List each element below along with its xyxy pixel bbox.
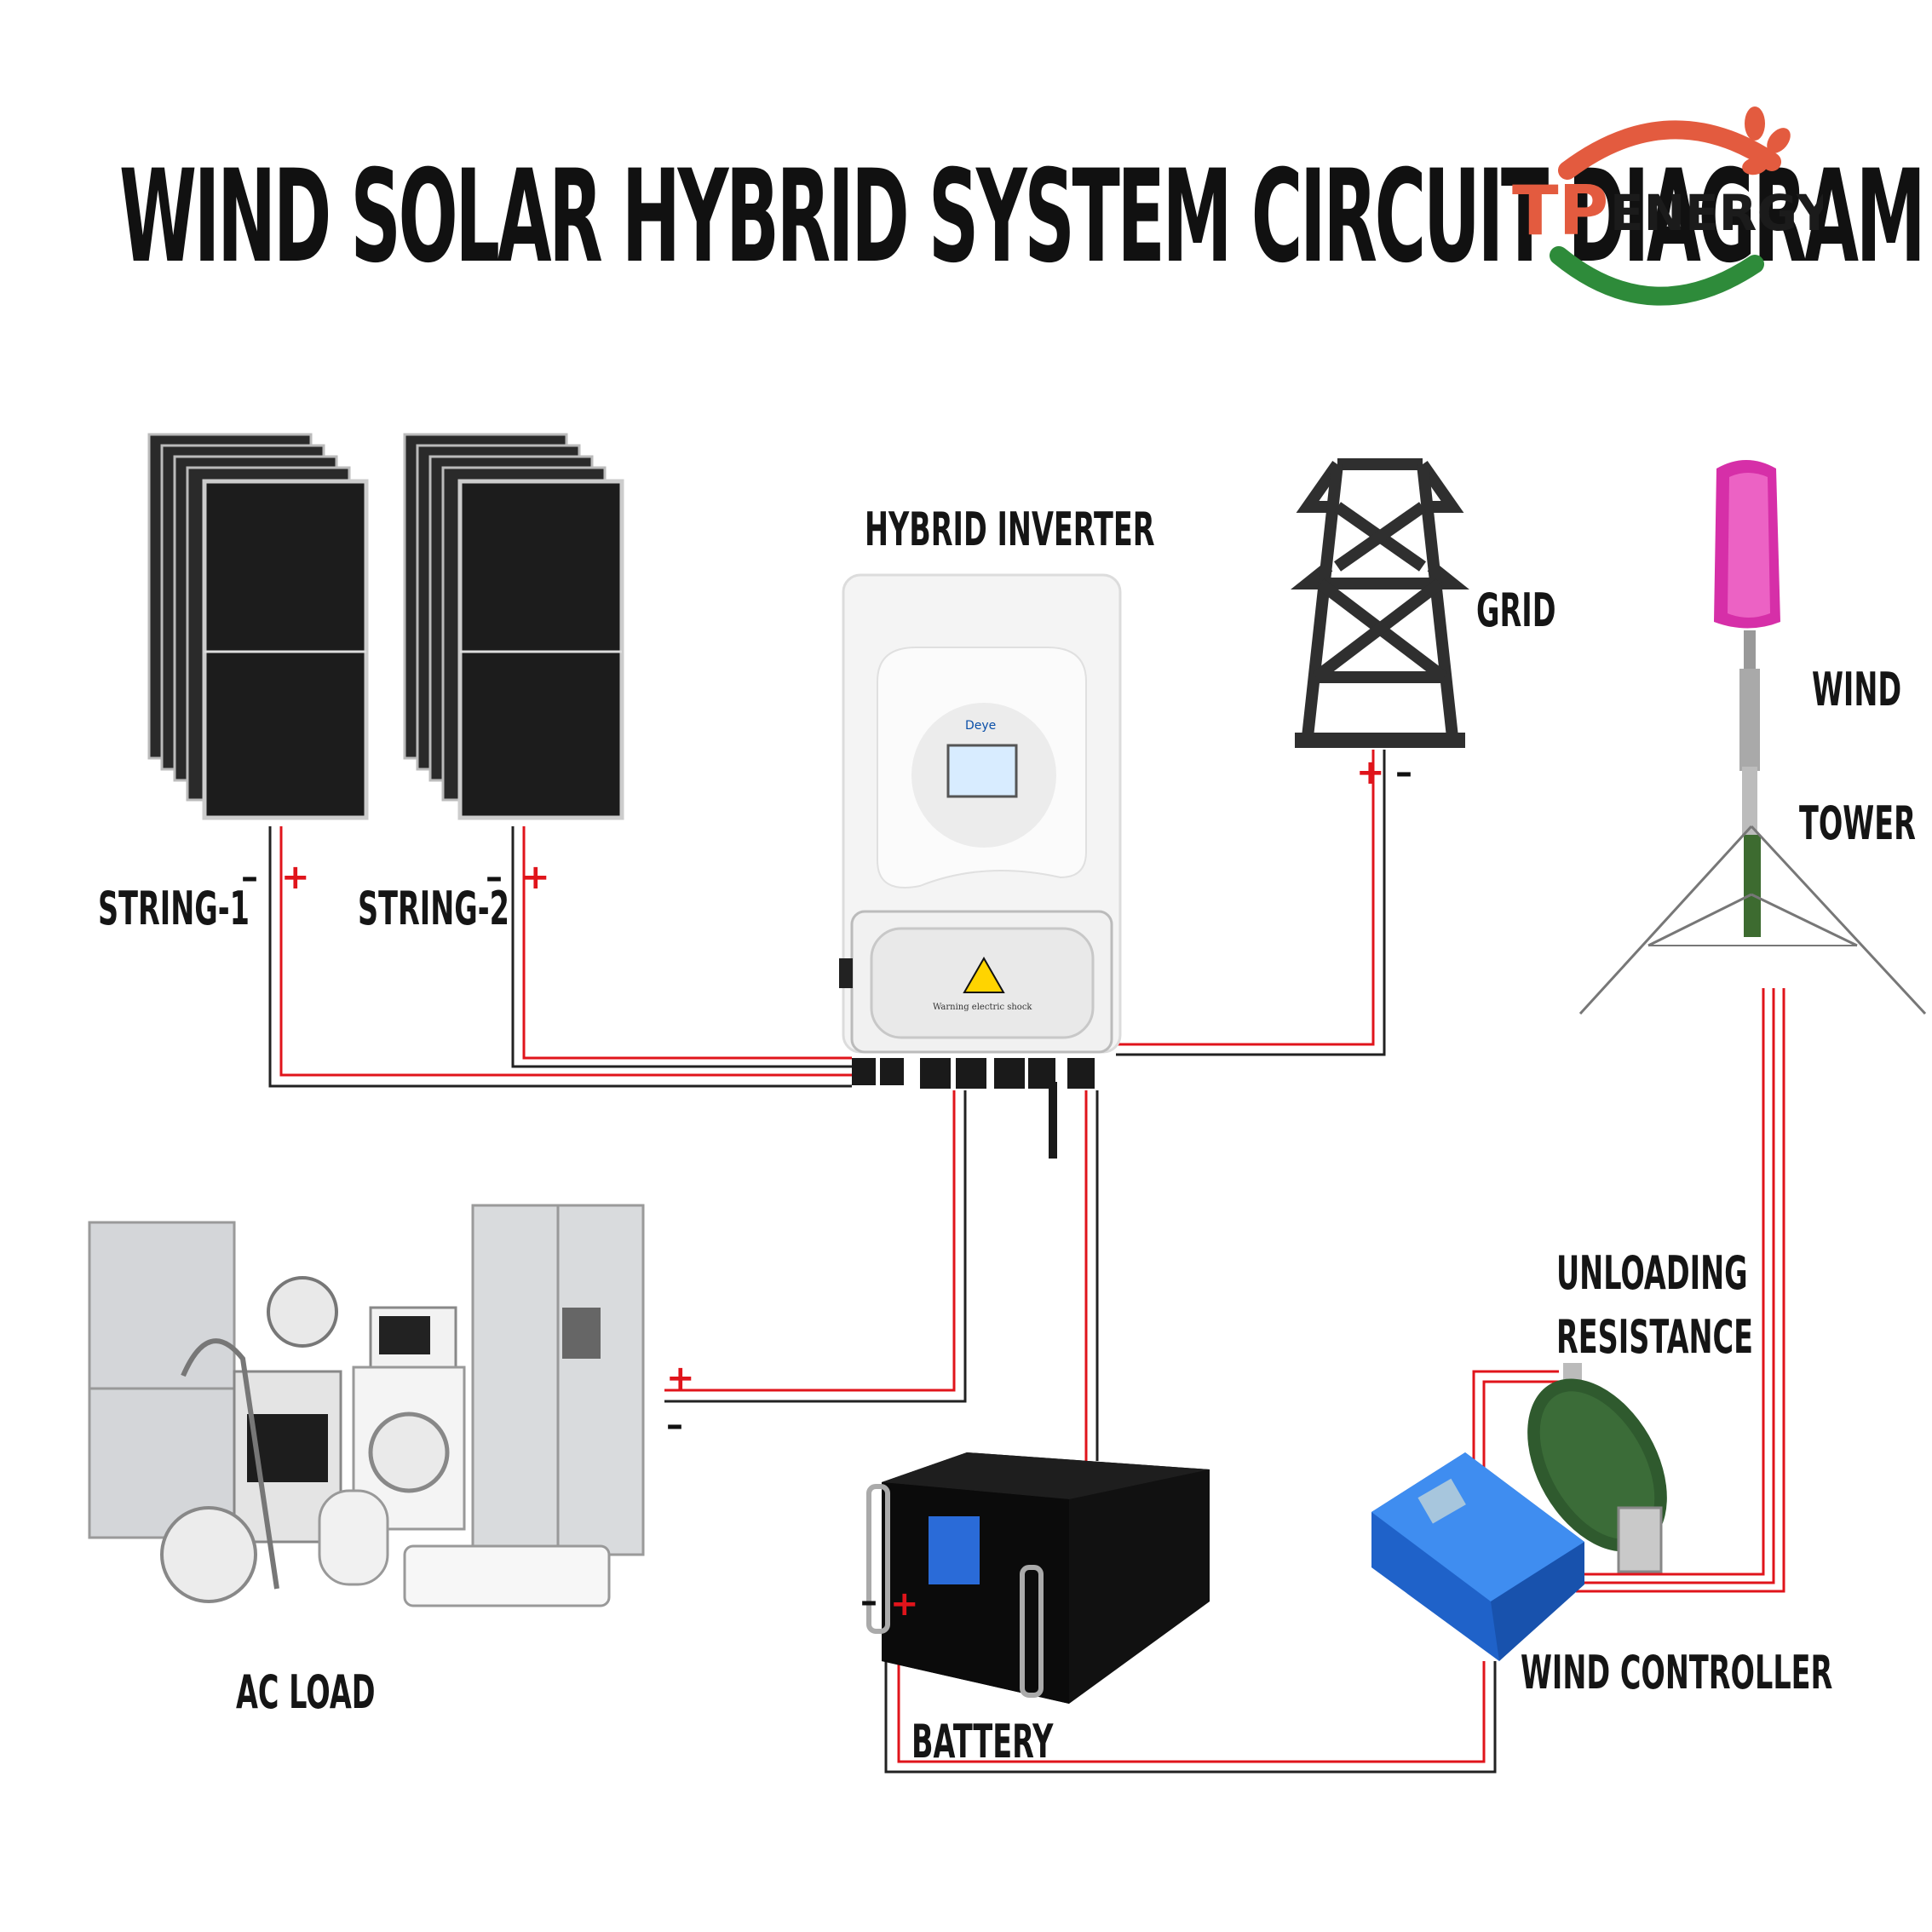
label-tower: TOWER bbox=[1799, 796, 1916, 850]
wire-string1-negative bbox=[268, 826, 852, 1088]
label-string1: STRING-1 bbox=[98, 882, 250, 935]
label-hybrid-inverter: HYBRID INVERTER bbox=[865, 503, 1155, 556]
wire-acload-negative bbox=[664, 1090, 967, 1403]
label-wind: WIND bbox=[1812, 663, 1902, 716]
wire-grid-negative bbox=[1116, 750, 1386, 1056]
grid-tower-icon bbox=[1291, 458, 1469, 748]
logo-leaf-icon bbox=[1745, 106, 1765, 141]
hybrid-inverter-icon: Deye Warning electric shock bbox=[839, 573, 1122, 1159]
logo-red-arc bbox=[1558, 120, 1781, 180]
polarity-minus-string2: – bbox=[486, 858, 503, 897]
wire-string2-positive bbox=[522, 826, 852, 1060]
wire-battery-controller-negative bbox=[884, 1610, 1497, 1774]
polarity-minus-string1: – bbox=[241, 858, 258, 897]
warning-triangle-icon bbox=[963, 956, 1005, 993]
wire-wind-3 bbox=[1576, 988, 1785, 1593]
ac-load-appliances-icon bbox=[88, 1204, 645, 1607]
label-resistance: RESISTANCE bbox=[1556, 1310, 1753, 1364]
logo-green-arc bbox=[1550, 246, 1764, 306]
tp-energy-logo: TP ENERGY bbox=[1512, 106, 1823, 306]
inverter-warning-text: Warning electric shock bbox=[933, 1003, 1032, 1012]
wire-wind-1 bbox=[1576, 988, 1765, 1576]
polarity-plus-acload: + bbox=[666, 1359, 695, 1398]
label-unloading: UNLOADING bbox=[1556, 1246, 1748, 1300]
solar-panel-string2-icon bbox=[403, 433, 624, 820]
air-conditioner-icon bbox=[403, 1544, 611, 1607]
fan-icon bbox=[267, 1276, 338, 1348]
wire-acload-positive bbox=[664, 1090, 956, 1392]
wire-string1-positive bbox=[279, 826, 852, 1077]
polarity-plus-string2: + bbox=[521, 858, 550, 897]
inverter-brand: Deye bbox=[965, 719, 996, 733]
logo-leaf-icon bbox=[1767, 128, 1791, 153]
label-wind-controller: WIND CONTROLLER bbox=[1521, 1646, 1833, 1699]
heater-icon bbox=[318, 1489, 389, 1586]
polarity-plus-grid: + bbox=[1356, 753, 1385, 792]
wire-string2-negative bbox=[511, 826, 852, 1068]
label-grid: GRID bbox=[1476, 584, 1556, 637]
logo-text: ENERGY bbox=[1610, 184, 1823, 242]
polarity-plus-string1: + bbox=[281, 858, 310, 897]
label-string2: STRING-2 bbox=[358, 882, 509, 935]
polarity-minus-acload: – bbox=[666, 1406, 683, 1445]
polarity-minus-grid: – bbox=[1395, 753, 1412, 792]
logo-leaf-icon bbox=[1742, 157, 1768, 175]
battery-icon bbox=[866, 1452, 1210, 1704]
label-battery: BATTERY bbox=[911, 1715, 1054, 1768]
polarity-plus-battery: + bbox=[890, 1584, 919, 1624]
wire-grid-positive bbox=[1116, 750, 1375, 1046]
fridge-left-icon bbox=[88, 1221, 236, 1539]
vacuum-icon bbox=[181, 1338, 279, 1590]
label-ac-load: AC LOAD bbox=[236, 1665, 376, 1719]
solar-panel-string1-icon bbox=[147, 433, 369, 820]
logo-mark: TP bbox=[1512, 171, 1608, 250]
wire-wind-2 bbox=[1576, 988, 1775, 1584]
wind-turbine-icon bbox=[1578, 460, 1927, 1015]
wind-controller-icon bbox=[1371, 1452, 1584, 1661]
unloading-resistor-icon bbox=[1527, 1363, 1667, 1573]
polarity-minus-battery: – bbox=[860, 1582, 877, 1621]
wire-battery-controller-positive bbox=[897, 1610, 1486, 1763]
